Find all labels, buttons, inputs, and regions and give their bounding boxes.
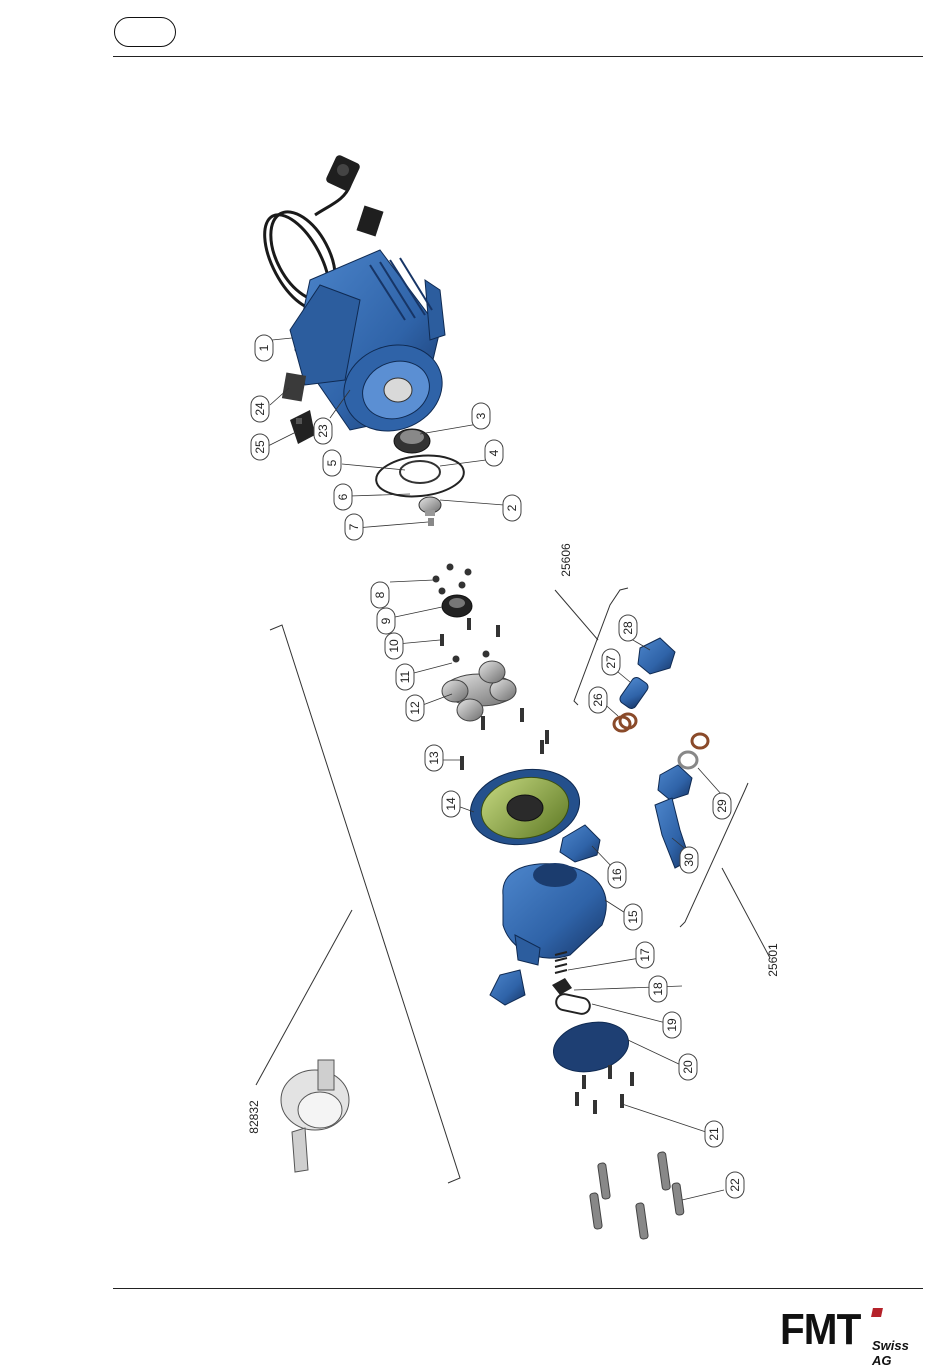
callout-19: 19 bbox=[665, 1018, 679, 1032]
key-7 bbox=[428, 518, 434, 526]
callout-27: 27 bbox=[604, 655, 618, 669]
callout-3: 3 bbox=[474, 412, 488, 419]
callout-25: 25 bbox=[253, 440, 267, 454]
callout-30: 30 bbox=[682, 853, 696, 867]
rotor-12 bbox=[442, 661, 516, 721]
logo-suffix: Swiss AG bbox=[872, 1338, 925, 1368]
screws-21 bbox=[575, 1065, 634, 1114]
callout-2: 2 bbox=[505, 504, 519, 511]
callout-28: 28 bbox=[621, 621, 635, 635]
ventilation-label bbox=[356, 206, 383, 237]
callout-4: 4 bbox=[487, 449, 501, 456]
coupling-2 bbox=[419, 497, 441, 516]
pump-head-thumbnail bbox=[281, 1060, 349, 1172]
callout-17: 17 bbox=[638, 948, 652, 962]
adapter-flange-3 bbox=[394, 429, 430, 453]
pump-body-15 bbox=[490, 863, 606, 1005]
nut-16 bbox=[560, 825, 600, 862]
callout-29: 29 bbox=[715, 799, 729, 813]
assembly-label-82832: 82832 bbox=[247, 1100, 261, 1134]
cable-connector bbox=[290, 410, 315, 444]
callout-23: 23 bbox=[316, 424, 330, 438]
callout-26: 26 bbox=[591, 693, 605, 707]
valve-18 bbox=[552, 978, 572, 995]
nut-29 bbox=[658, 765, 692, 800]
screws-8 bbox=[433, 564, 472, 595]
callout-16: 16 bbox=[610, 868, 624, 882]
power-plug bbox=[325, 154, 361, 192]
tie-rods-22 bbox=[590, 1152, 685, 1240]
callout-15: 15 bbox=[626, 910, 640, 924]
nut-28 bbox=[638, 638, 675, 674]
callout-24: 24 bbox=[253, 402, 267, 416]
screws-11 bbox=[453, 651, 490, 663]
callout-8: 8 bbox=[373, 591, 387, 598]
callout-6: 6 bbox=[336, 493, 350, 500]
o-ring-19 bbox=[555, 993, 592, 1016]
callout-21: 21 bbox=[707, 1127, 721, 1141]
callout-20: 20 bbox=[681, 1060, 695, 1074]
callout-12: 12 bbox=[408, 701, 422, 715]
terminal-label bbox=[282, 372, 306, 401]
assembly-label-25606: 25606 bbox=[559, 543, 573, 577]
callout-10: 10 bbox=[387, 639, 401, 653]
callout-1: 1 bbox=[257, 344, 271, 351]
callout-13: 13 bbox=[427, 751, 441, 765]
fmt-logo: FMT Swiss AG bbox=[780, 1308, 925, 1358]
o-ring-4 bbox=[400, 461, 440, 483]
logo-brand: FMT bbox=[780, 1308, 860, 1352]
callout-9: 9 bbox=[379, 617, 393, 624]
callout-18: 18 bbox=[651, 982, 665, 996]
callout-5: 5 bbox=[325, 459, 339, 466]
callout-7: 7 bbox=[347, 523, 361, 530]
hose-nozzle-27 bbox=[618, 676, 650, 711]
assembly-label-25601: 25601 bbox=[766, 943, 780, 977]
end-cover-20 bbox=[549, 1016, 633, 1079]
o-rings-26 bbox=[614, 714, 636, 731]
logo-flag bbox=[871, 1308, 883, 1317]
callout-14: 14 bbox=[444, 797, 458, 811]
gasket-5 bbox=[374, 452, 466, 501]
callout-11: 11 bbox=[398, 670, 412, 683]
seal-9 bbox=[442, 595, 472, 617]
o-rings-29 bbox=[679, 734, 708, 768]
screws-10 bbox=[440, 618, 500, 646]
callout-22: 22 bbox=[728, 1178, 742, 1192]
motor-body bbox=[290, 250, 454, 445]
